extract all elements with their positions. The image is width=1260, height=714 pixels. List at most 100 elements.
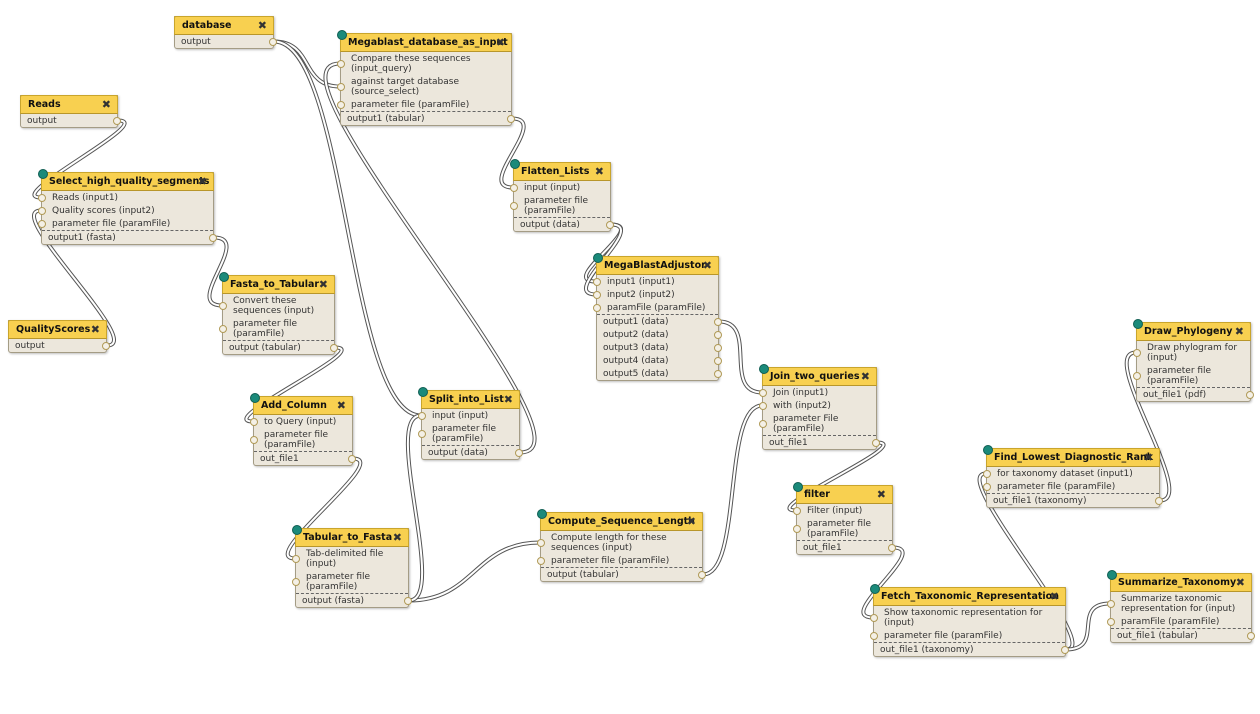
input-terminal[interactable] [219,301,227,310]
input-terminal[interactable] [759,388,767,397]
close-icon[interactable]: ✖ [336,399,346,412]
output-terminal[interactable] [1155,496,1163,505]
output-terminal[interactable] [872,438,880,447]
node-title-bar[interactable]: filter✖ [796,485,893,504]
close-icon[interactable]: ✖ [503,393,513,406]
workflow-node-summarize[interactable]: Summarize_Taxonomy✖Summarize taxonomic r… [1107,570,1255,643]
close-icon[interactable]: ✖ [318,278,328,291]
output-terminal[interactable] [330,343,338,352]
workflow-node-join[interactable]: Join_two_queries✖Join (input1)with (inpu… [759,364,880,450]
node-drag-handle[interactable] [292,525,302,535]
input-terminal[interactable] [418,429,426,438]
input-terminal[interactable] [337,59,345,68]
node-title-bar[interactable]: Draw_Phylogeny✖ [1136,322,1251,341]
node-title-bar[interactable]: Find_Lowest_Diagnostic_Rank✖ [986,448,1160,467]
workflow-node-quality[interactable]: QualityScores✖output [8,320,110,353]
node-drag-handle[interactable] [983,445,993,455]
input-terminal[interactable] [250,435,258,444]
output-terminal[interactable] [606,220,614,229]
node-drag-handle[interactable] [250,393,260,403]
input-terminal[interactable] [337,100,345,109]
input-terminal[interactable] [593,290,601,299]
input-terminal[interactable] [337,82,345,91]
output-terminal[interactable] [113,116,121,125]
workflow-node-megablast[interactable]: Megablast_database_as_input✖Compare thes… [337,30,515,126]
input-terminal[interactable] [292,554,300,563]
node-drag-handle[interactable] [337,30,347,40]
close-icon[interactable]: ✖ [495,36,505,49]
node-title-bar[interactable]: Reads✖ [20,95,118,114]
close-icon[interactable]: ✖ [1143,451,1153,464]
workflow-node-drawphylo[interactable]: Draw_Phylogeny✖Draw phylogram for (input… [1133,319,1254,402]
input-terminal[interactable] [1133,371,1141,380]
input-terminal[interactable] [593,277,601,286]
input-terminal[interactable] [292,577,300,586]
output-terminal[interactable] [714,343,722,352]
output-terminal[interactable] [1247,631,1255,640]
output-terminal[interactable] [269,37,277,46]
close-icon[interactable]: ✖ [876,488,886,501]
node-title-bar[interactable]: Megablast_database_as_input✖ [340,33,512,52]
node-drag-handle[interactable] [793,482,803,492]
node-drag-handle[interactable] [759,364,769,374]
input-terminal[interactable] [793,506,801,515]
node-drag-handle[interactable] [219,272,229,282]
close-icon[interactable]: ✖ [197,175,207,188]
workflow-node-fetch[interactable]: Fetch_Taxonomic_Representation✖Show taxo… [870,584,1069,657]
input-terminal[interactable] [38,219,46,228]
node-title-bar[interactable]: Compute_Sequence_Length✖ [540,512,703,531]
close-icon[interactable]: ✖ [1049,590,1059,603]
workflow-node-findlow[interactable]: Find_Lowest_Diagnostic_Rank✖for taxonomy… [983,445,1163,508]
input-terminal[interactable] [593,303,601,312]
output-terminal[interactable] [714,356,722,365]
output-terminal[interactable] [102,341,110,350]
input-terminal[interactable] [537,556,545,565]
node-drag-handle[interactable] [1107,570,1117,580]
output-terminal[interactable] [888,543,896,552]
node-drag-handle[interactable] [1133,319,1143,329]
input-terminal[interactable] [870,631,878,640]
node-title-bar[interactable]: Summarize_Taxonomy✖ [1110,573,1252,592]
input-terminal[interactable] [537,538,545,547]
output-terminal[interactable] [698,570,706,579]
node-title-bar[interactable]: Join_two_queries✖ [762,367,877,386]
output-terminal[interactable] [714,369,722,378]
close-icon[interactable]: ✖ [1235,576,1245,589]
input-terminal[interactable] [38,206,46,215]
output-terminal[interactable] [507,114,515,123]
node-drag-handle[interactable] [537,509,547,519]
node-title-bar[interactable]: MegaBlastAdjustor✖ [596,256,719,275]
input-terminal[interactable] [510,201,518,210]
close-icon[interactable]: ✖ [257,19,267,32]
node-drag-handle[interactable] [870,584,880,594]
input-terminal[interactable] [983,469,991,478]
input-terminal[interactable] [1107,617,1115,626]
output-terminal[interactable] [714,330,722,339]
node-title-bar[interactable]: Flatten_Lists✖ [513,162,611,181]
workflow-node-select[interactable]: Select_high_quality_segments✖Reads (inpu… [38,169,217,245]
workflow-node-reads[interactable]: Reads✖output [20,95,121,128]
output-terminal[interactable] [348,454,356,463]
input-terminal[interactable] [510,183,518,192]
close-icon[interactable]: ✖ [392,531,402,544]
close-icon[interactable]: ✖ [1234,325,1244,338]
output-terminal[interactable] [404,596,412,605]
input-terminal[interactable] [793,524,801,533]
close-icon[interactable]: ✖ [101,98,111,111]
node-drag-handle[interactable] [418,387,428,397]
close-icon[interactable]: ✖ [686,515,696,528]
output-terminal[interactable] [515,448,523,457]
workflow-node-flatten[interactable]: Flatten_Lists✖input (input)parameter fil… [510,159,614,232]
input-terminal[interactable] [250,417,258,426]
node-title-bar[interactable]: Add_Column✖ [253,396,353,415]
output-terminal[interactable] [1246,390,1254,399]
workflow-node-compute[interactable]: Compute_Sequence_Length✖Compute length f… [537,509,706,582]
input-terminal[interactable] [759,401,767,410]
input-terminal[interactable] [219,324,227,333]
output-terminal[interactable] [714,317,722,326]
input-terminal[interactable] [870,613,878,622]
node-drag-handle[interactable] [510,159,520,169]
node-title-bar[interactable]: Tabular_to_Fasta✖ [295,528,409,547]
output-terminal[interactable] [209,233,217,242]
